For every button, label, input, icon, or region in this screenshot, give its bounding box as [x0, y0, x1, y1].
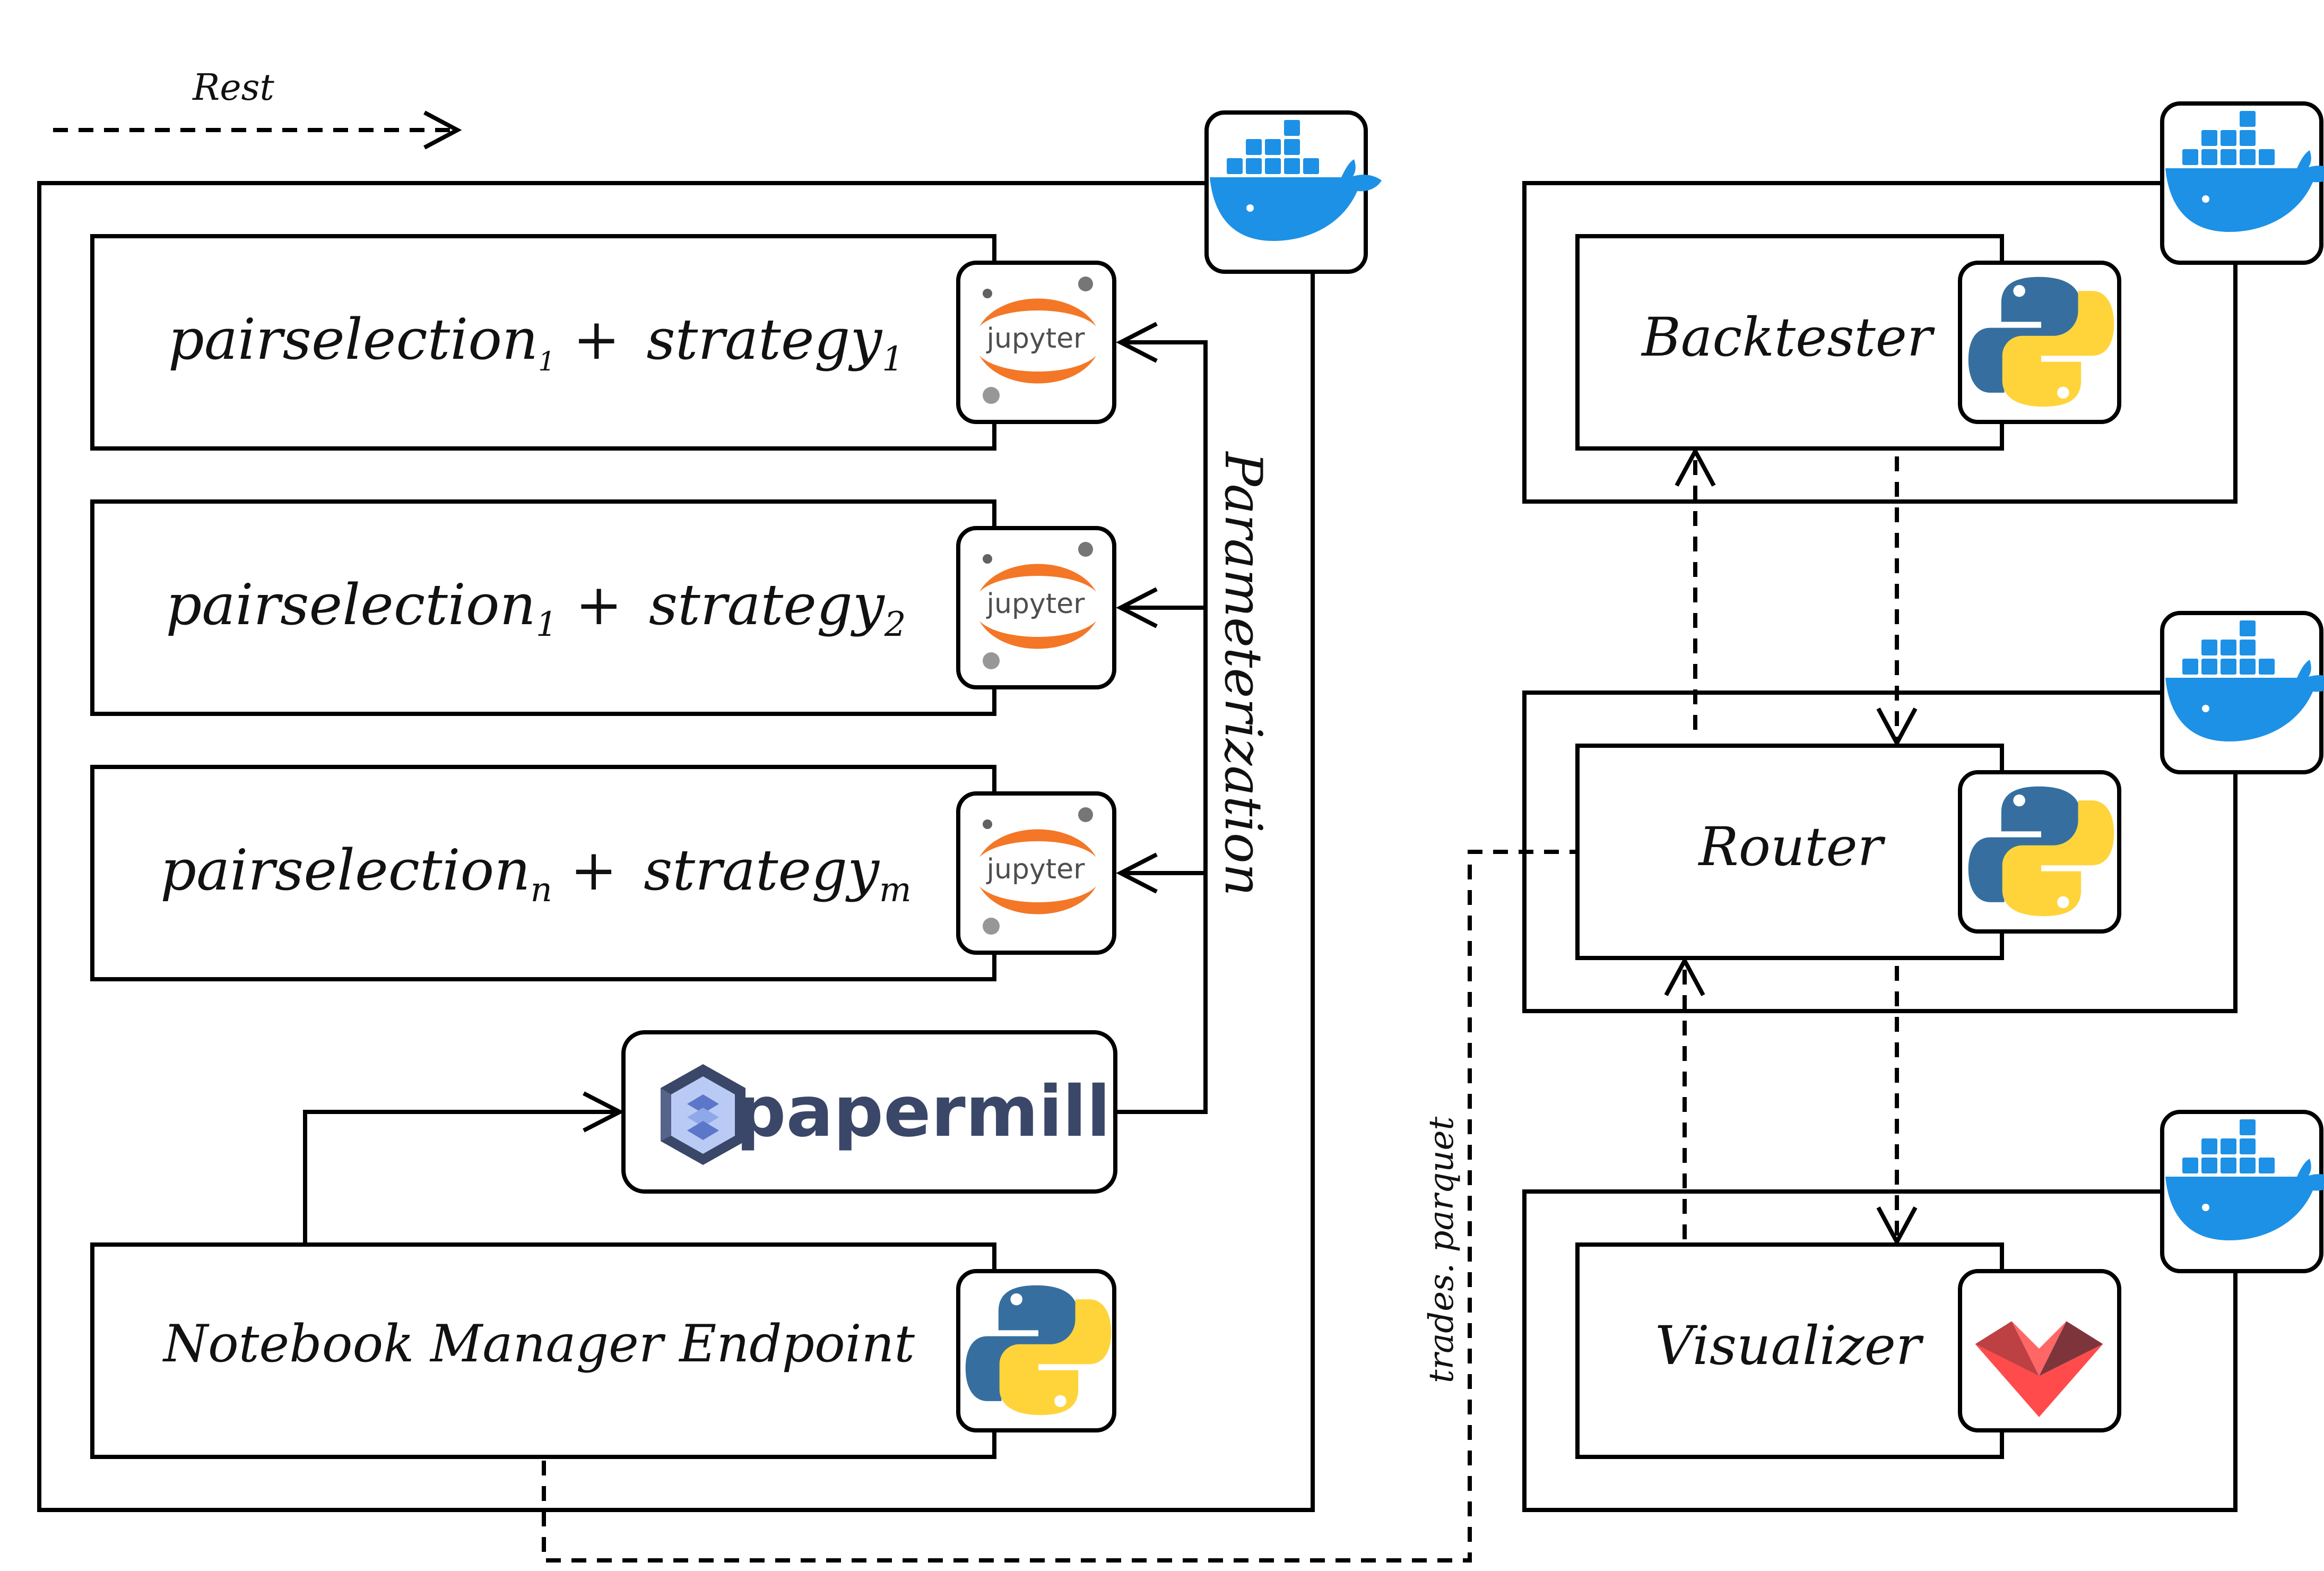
papermill-label: papermill — [736, 1071, 1111, 1153]
manager-to-router-dashed-line — [542, 850, 1576, 1563]
router-label: Router — [1697, 816, 1885, 878]
backtester-label: Backtester — [1641, 306, 1935, 368]
svg-text:jupyter: jupyter — [986, 853, 1086, 885]
trades-parquet-label: trades. parquet — [1422, 1117, 1461, 1384]
svg-text:jupyter: jupyter — [986, 588, 1086, 620]
notebook-label-2: pairselection1 + strategy2 — [166, 572, 906, 644]
notebook-container — [37, 181, 1315, 1512]
visualizer-container — [1522, 1189, 2238, 1512]
notebook-label-3: pairselectionn + strategym — [160, 838, 911, 910]
docker-icon — [1204, 110, 1382, 274]
docker-icon — [2160, 101, 2324, 265]
python-icon — [1958, 770, 2121, 934]
notebook-manager-box: Notebook Manager Endpoint — [90, 1242, 996, 1459]
python-icon — [956, 1269, 1116, 1432]
notebook-box-2: pairselection1 + strategy2 — [90, 499, 996, 716]
visualizer-box — [1575, 1242, 2004, 1459]
visualizer-label: Visualizer — [1655, 1315, 1924, 1377]
docker-icon — [2160, 1110, 2324, 1273]
papermill-box: papermill — [621, 1030, 1117, 1194]
notebook-label-1: pairselection1 + strategy1 — [168, 307, 904, 379]
router-to-visualizer-arrowhead — [1876, 1206, 1918, 1247]
parameterization-arrows — [1115, 322, 1208, 1114]
legend-label: Rest — [192, 67, 274, 109]
visualizer-to-router-arrowhead — [1664, 956, 1705, 996]
notebook-manager-label: Notebook Manager Endpoint — [162, 1314, 915, 1374]
manager-to-papermill-arrow — [303, 1091, 625, 1243]
parameterization-label: Parameterization — [1213, 451, 1273, 896]
backtester-container — [1522, 181, 2238, 504]
notebook-box-1: pairselection1 + strategy1 — [90, 234, 996, 451]
notebook-box-3: pairselectionn + strategym — [90, 765, 996, 981]
backtester-box — [1575, 234, 2004, 451]
svg-text:jupyter: jupyter — [986, 323, 1086, 355]
jupyter-icon: jupyter — [956, 261, 1116, 424]
jupyter-icon: jupyter — [956, 526, 1116, 689]
backtester-to-router-arrowhead — [1876, 707, 1918, 748]
streamlit-icon — [1958, 1269, 2121, 1432]
legend-arrowhead — [423, 110, 462, 150]
router-to-backtester-arrowhead — [1675, 446, 1716, 487]
legend: Rest — [53, 67, 462, 150]
python-icon — [1958, 261, 2121, 424]
router-box — [1575, 744, 2004, 960]
docker-icon — [2160, 611, 2324, 774]
jupyter-icon: jupyter — [956, 791, 1116, 955]
